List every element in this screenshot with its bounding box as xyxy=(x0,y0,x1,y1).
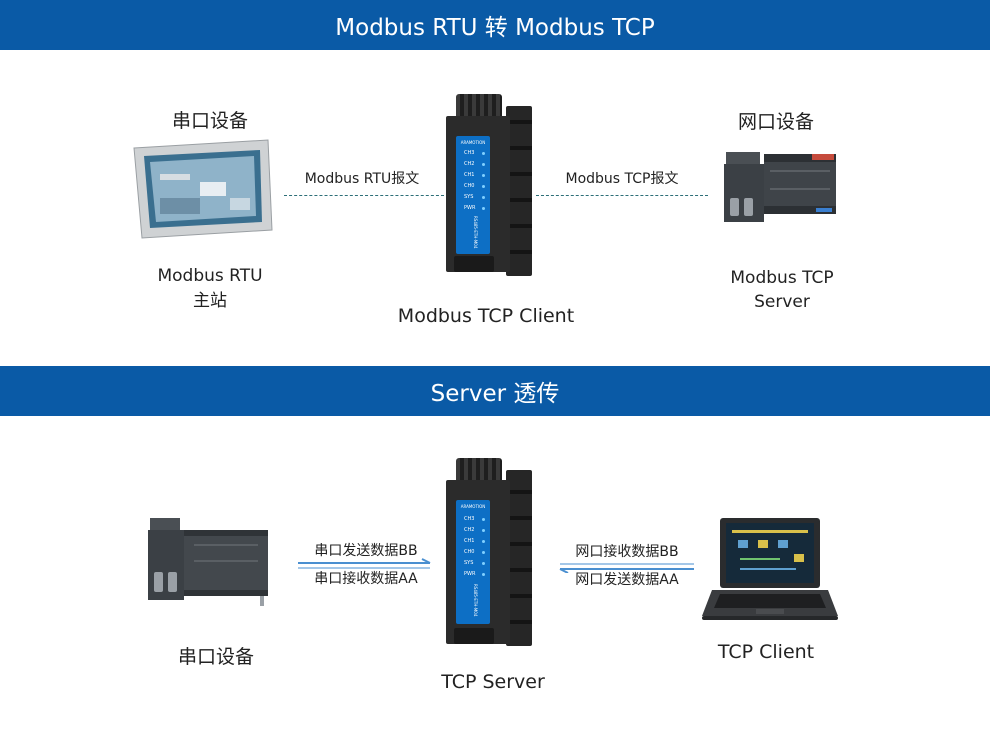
led-label-sys: SYS xyxy=(464,194,474,200)
module-brand: ARAMOTION xyxy=(460,140,486,145)
bottom-right-recv-label: 网口接收数据BB xyxy=(575,544,679,560)
led-indicator xyxy=(482,185,485,188)
arrow-right-icon xyxy=(298,558,431,569)
laptop-icon xyxy=(702,518,838,620)
bottom-center-role: TCP Server xyxy=(441,671,545,693)
led-indicator xyxy=(482,518,485,521)
led-label-ch2: CH2 xyxy=(464,161,475,167)
led-label-ch0: CH0 xyxy=(464,183,475,189)
section-title-server-passthrough: Server 透传 xyxy=(0,366,990,416)
section-title-text: Modbus RTU 转 Modbus TCP xyxy=(335,15,655,41)
top-right-role-line2: Server xyxy=(754,292,810,312)
led-label-sys: SYS xyxy=(464,560,474,566)
module-bottom-connector xyxy=(454,256,494,272)
led-indicator xyxy=(482,174,485,177)
led-label-ch2: CH2 xyxy=(464,527,475,533)
module-front-panel: ARAMOTION CH3 CH2 CH1 CH0 SYS PWR RS485-… xyxy=(456,136,490,254)
top-left-role-line1: Modbus RTU xyxy=(157,266,263,286)
top-right-device-caption: 网口设备 xyxy=(737,111,814,133)
module-brand: ARAMOTION xyxy=(460,504,486,509)
top-right-role-line1: Modbus TCP xyxy=(730,268,834,288)
top-left-role-line2: 主站 xyxy=(193,291,227,311)
module-side-rail xyxy=(506,470,532,646)
section-title-modbus-rtu-to-tcp: Modbus RTU 转 Modbus TCP xyxy=(0,0,990,50)
arrow-left-icon xyxy=(559,563,694,573)
led-indicator xyxy=(482,163,485,166)
bottom-left-device-caption: 串口设备 xyxy=(177,646,254,668)
led-label-ch1: CH1 xyxy=(464,172,475,178)
converter-module-icon: ARAMOTION CH3 CH2 CH1 CH0 SYS PWR RS485-… xyxy=(446,458,536,658)
top-right-link-label: Modbus TCP报文 xyxy=(565,171,679,187)
bottom-right-send-label: 网口发送数据AA xyxy=(575,572,679,588)
led-indicator xyxy=(482,573,485,576)
module-model: RS485-ETH-M04 xyxy=(473,584,478,617)
module-side-rail xyxy=(506,106,532,276)
plc-module-icon xyxy=(148,518,268,606)
module-bottom-connector xyxy=(454,628,494,644)
led-indicator xyxy=(482,551,485,554)
led-label-ch3: CH3 xyxy=(464,150,475,156)
led-indicator xyxy=(482,207,485,210)
bottom-left-send-label: 串口发送数据BB xyxy=(314,543,418,559)
section-title-text: Server 透传 xyxy=(430,381,560,407)
led-label-pwr: PWR xyxy=(464,205,476,211)
module-model: RS485-ETH-M04 xyxy=(473,216,478,249)
led-indicator xyxy=(482,196,485,199)
led-indicator xyxy=(482,529,485,532)
module-front-panel: ARAMOTION CH3 CH2 CH1 CH0 SYS PWR RS485-… xyxy=(456,500,490,624)
led-indicator xyxy=(482,562,485,565)
top-left-link-label: Modbus RTU报文 xyxy=(304,171,420,187)
led-label-ch3: CH3 xyxy=(464,516,475,522)
led-indicator xyxy=(482,540,485,543)
plc-module-icon xyxy=(724,152,836,222)
led-indicator xyxy=(482,152,485,155)
bottom-left-recv-label: 串口接收数据AA xyxy=(314,571,418,587)
top-right-link-line xyxy=(536,195,708,196)
bottom-right-role: TCP Client xyxy=(717,641,815,663)
hmi-touchscreen-icon xyxy=(133,139,273,239)
top-left-device-caption: 串口设备 xyxy=(171,110,248,132)
module-body: ARAMOTION CH3 CH2 CH1 CH0 SYS PWR RS485-… xyxy=(446,116,510,272)
led-label-ch0: CH0 xyxy=(464,549,475,555)
led-label-pwr: PWR xyxy=(464,571,476,577)
led-label-ch1: CH1 xyxy=(464,538,475,544)
converter-module-icon: ARAMOTION CH3 CH2 CH1 CH0 SYS PWR RS485-… xyxy=(446,94,536,284)
top-center-role: Modbus TCP Client xyxy=(397,305,575,327)
top-left-link-line xyxy=(284,195,444,196)
module-body: ARAMOTION CH3 CH2 CH1 CH0 SYS PWR RS485-… xyxy=(446,480,510,644)
